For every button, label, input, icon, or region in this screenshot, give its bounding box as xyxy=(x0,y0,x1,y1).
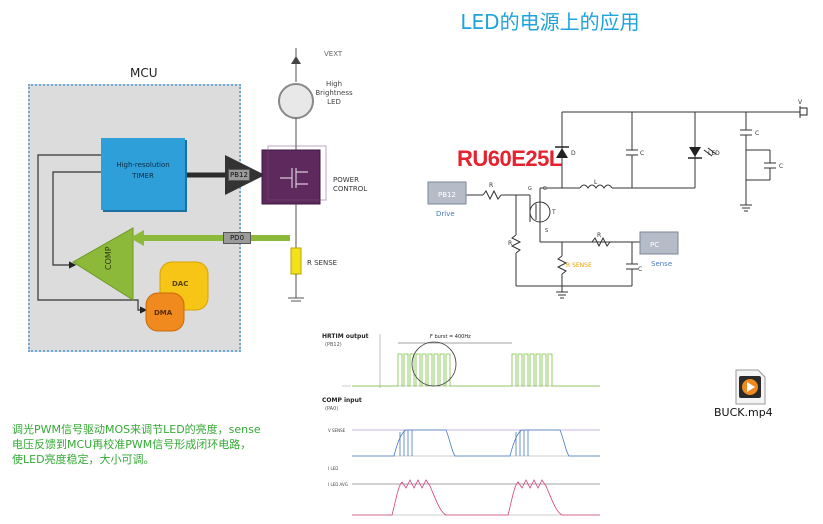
led-diode-icon xyxy=(689,147,701,157)
burst-label: F burst = 400Hz xyxy=(430,334,471,340)
diode-label: D xyxy=(571,150,576,157)
gate2-label: G xyxy=(543,186,547,192)
pd0-tag: PD0 xyxy=(223,232,251,244)
dma-label: DMA xyxy=(154,309,173,317)
mcu-label: MCU xyxy=(130,66,158,80)
cap3-label: C xyxy=(779,163,783,170)
r-sense-filter-label: R xyxy=(597,232,601,239)
pc-pin-box xyxy=(639,231,679,255)
source-label: S xyxy=(545,228,548,234)
hrtim-title: HRTIM output xyxy=(322,333,369,340)
part-number-label: RU60E25L xyxy=(457,146,562,171)
diode-icon xyxy=(556,148,568,158)
timer-block: High-resolution TIMER xyxy=(101,138,185,210)
pc-pin-label: PC xyxy=(650,241,659,249)
power-control-label: POWER CONTROL xyxy=(333,176,368,193)
pb12-pin-box xyxy=(427,181,467,205)
cap1-label: C xyxy=(640,150,644,157)
sense-label: Sense xyxy=(651,260,672,268)
description-text: 调光PWM信号驱动MOS来调节LED的亮度，sense 电压反馈到MCU再校准P… xyxy=(12,422,312,467)
cap2-label: C xyxy=(755,130,759,137)
led-bulb-icon xyxy=(278,83,314,119)
dac-label: DAC xyxy=(172,280,189,288)
led-caption: High Brightness LED xyxy=(315,80,353,106)
pb12-pin-label: PB12 xyxy=(438,191,456,199)
r-drive-label: R xyxy=(489,182,493,189)
iled-label: I LED xyxy=(328,466,338,471)
gate-label: G xyxy=(528,186,532,192)
rsense-label: R SENSE xyxy=(566,262,592,269)
iled-avg-label: I LED AVG xyxy=(328,482,348,487)
dma-block xyxy=(145,292,185,332)
mosfet-label: T xyxy=(551,209,556,216)
waveform-panel xyxy=(342,334,600,516)
inductor-label: L xyxy=(594,179,598,186)
r-ground-label: R xyxy=(508,240,512,247)
v-label: V xyxy=(798,99,803,106)
description-line: 使LED亮度稳定，大小可调。 xyxy=(12,453,155,466)
hrtim-pin: (PB12) xyxy=(325,342,342,348)
comp-pin: (PA0) xyxy=(325,406,338,412)
description-line: 电压反馈到MCU再校准PWM信号形成闭环电路， xyxy=(12,438,252,451)
pb12-tag: PB12 xyxy=(228,169,250,181)
page-title: LED的电源上的应用 xyxy=(460,10,640,34)
power-control-chip xyxy=(261,149,321,205)
buck-circuit xyxy=(465,106,801,299)
drive-label: Drive xyxy=(436,210,455,218)
comp-block xyxy=(72,227,134,301)
r-sense-label: R SENSE xyxy=(307,259,338,267)
cap-sense-label: C xyxy=(638,266,642,273)
led-label: LED xyxy=(708,150,720,157)
mcu-box xyxy=(28,84,241,352)
r-sense-resistor xyxy=(290,247,302,275)
timer-label: High-resolution TIMER xyxy=(116,161,170,180)
vsense-label: V SENSE xyxy=(328,428,346,433)
video-filename[interactable]: BUCK.mp4 xyxy=(714,406,773,419)
vext-label: VEXT xyxy=(324,50,343,58)
video-file-icon[interactable] xyxy=(734,369,766,405)
description-line: 调光PWM信号驱动MOS来调节LED的亮度，sense xyxy=(12,423,261,436)
comp-label: COMP xyxy=(104,246,113,270)
comp-title: COMP input xyxy=(322,397,362,404)
